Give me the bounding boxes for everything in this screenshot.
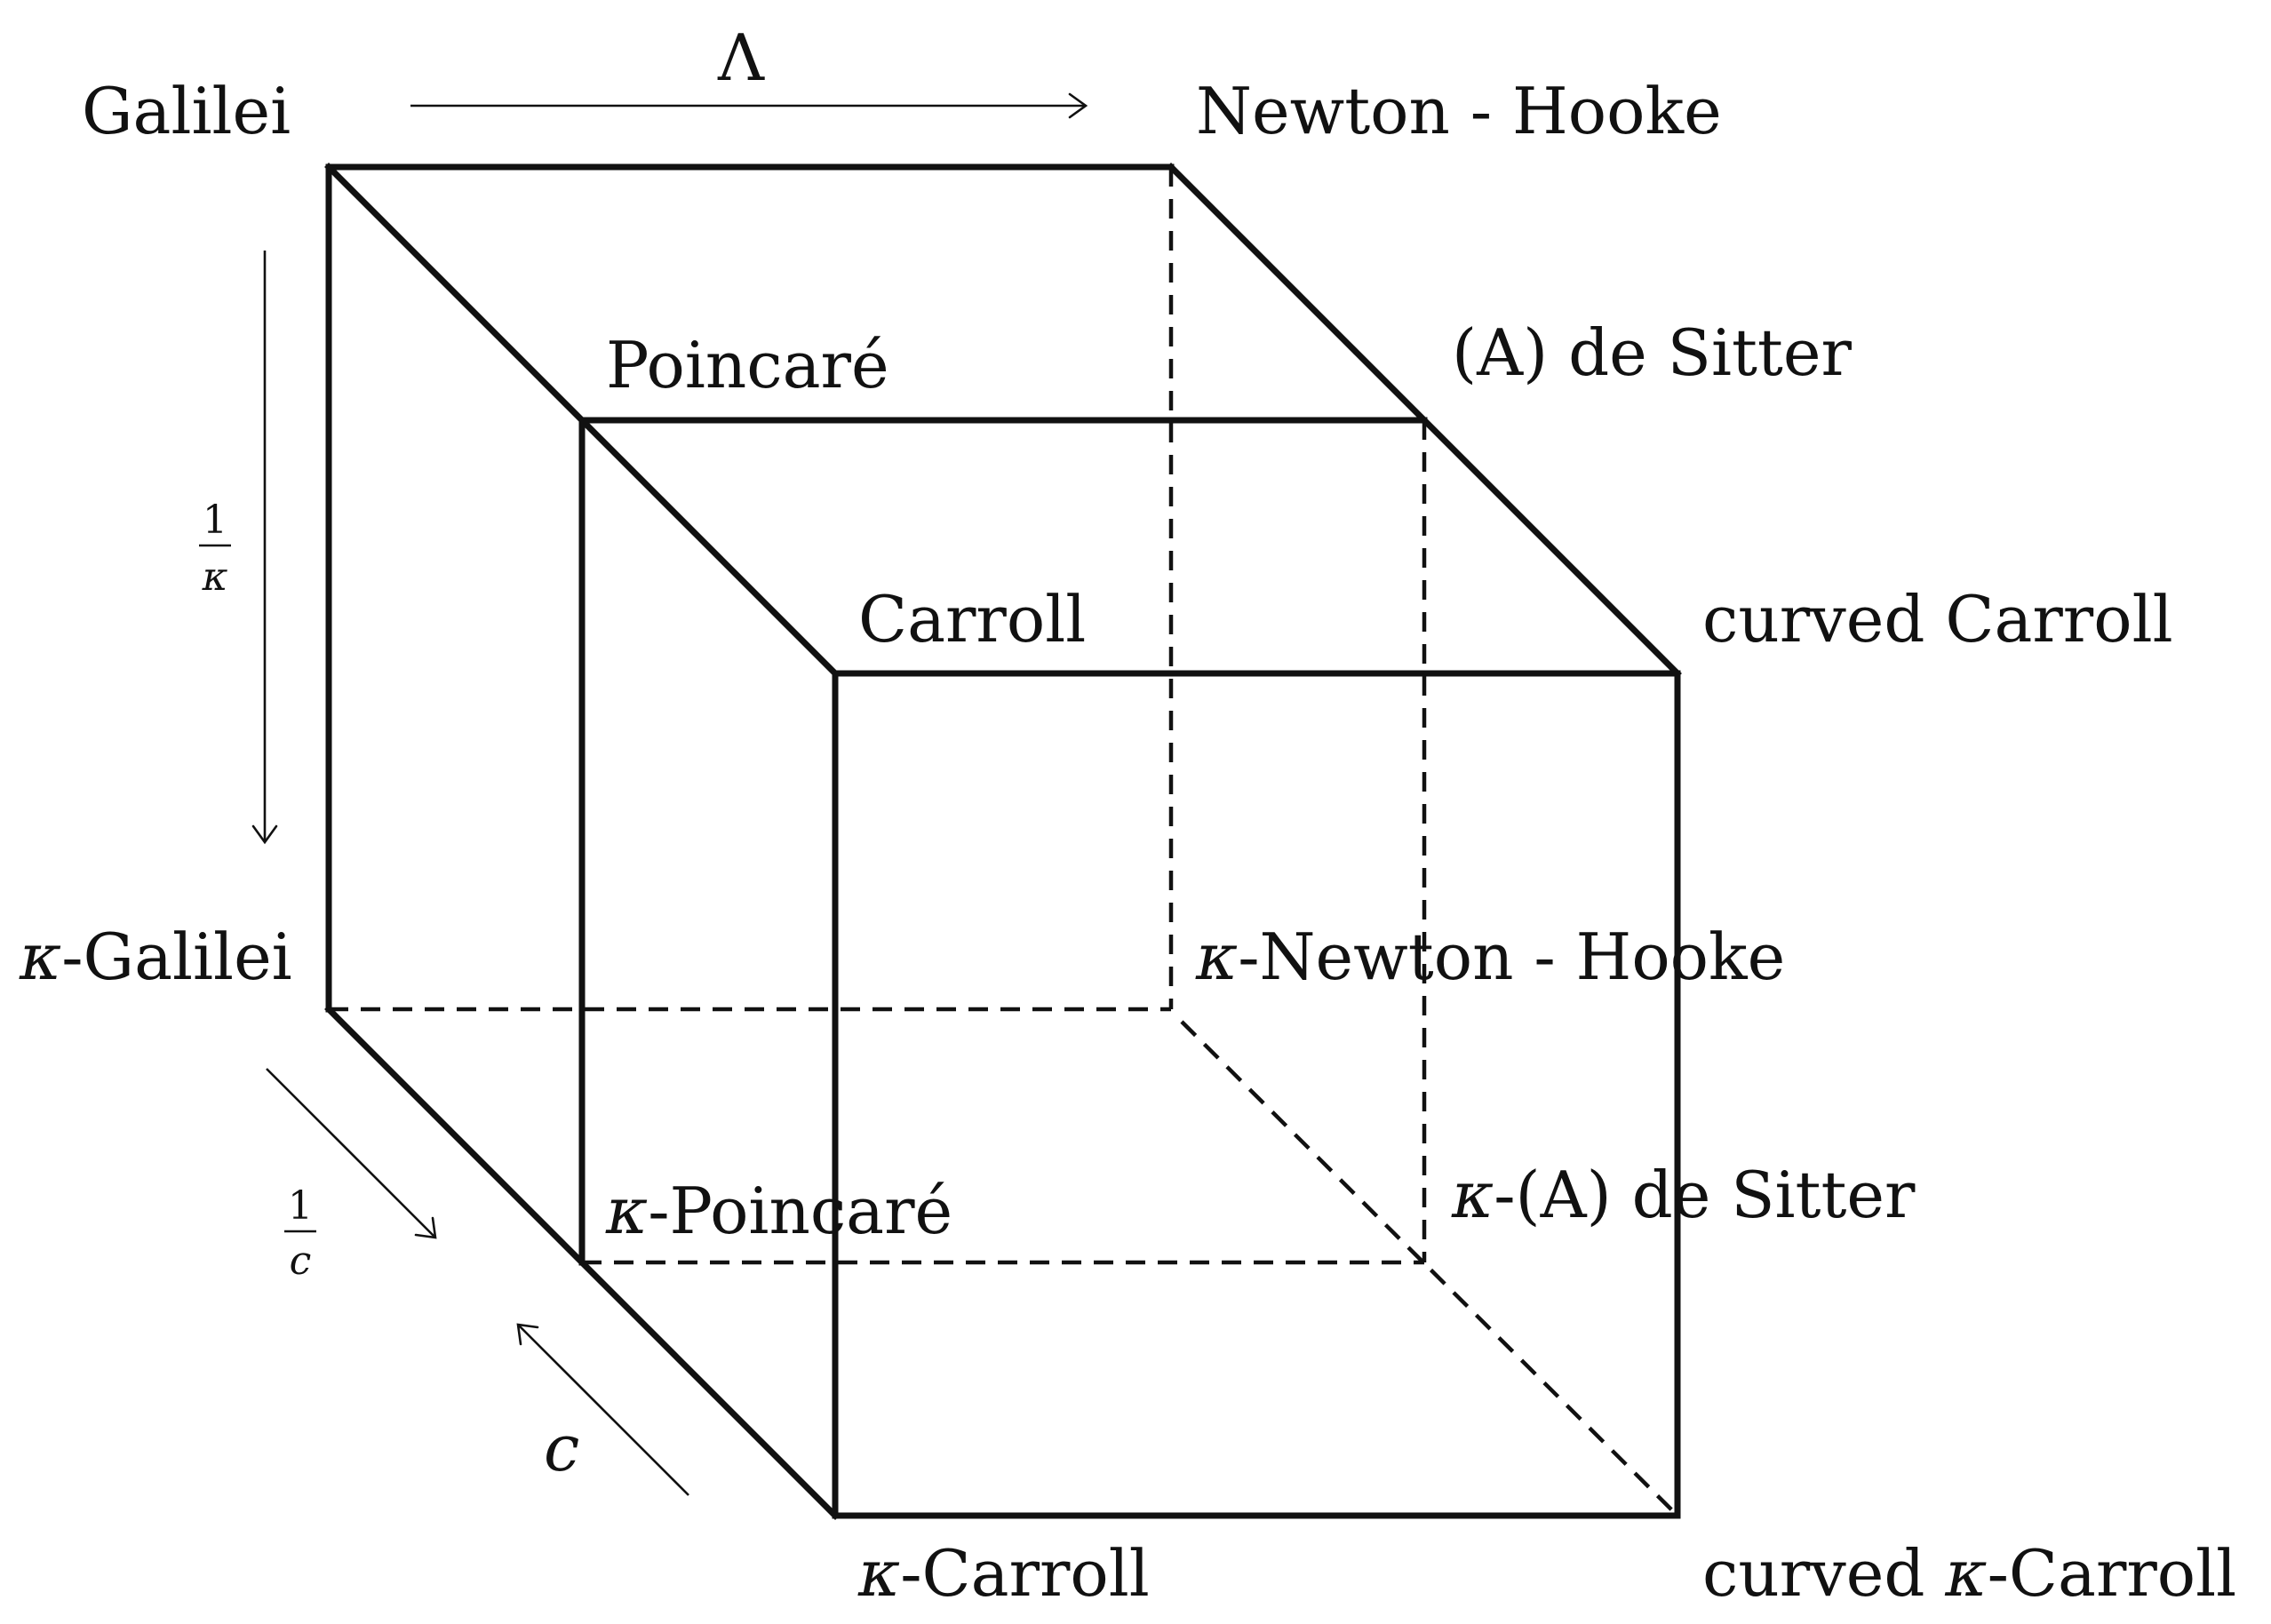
node-k-poincare: κ-Poincaré: [605, 1174, 952, 1248]
node-galilei: Galilei: [82, 74, 291, 148]
inverse-c-denominator: c: [290, 1238, 312, 1284]
lambda-label: Λ: [717, 20, 765, 95]
node-k-a-de-sitter-text: -(A) de Sitter: [1494, 1158, 1916, 1232]
node-curved-carroll: curved Carroll: [1702, 582, 2173, 657]
node-carroll: Carroll: [858, 582, 1086, 657]
node-k-carroll: κ-Carroll: [857, 1536, 1150, 1611]
node-newton-hooke: Newton - Hooke: [1196, 74, 1722, 148]
node-k-galilei-text: -Galilei: [61, 919, 292, 994]
dashed-edges: [329, 167, 1679, 1517]
node-curved-k-carroll-prefix: curved: [1702, 1536, 1945, 1611]
inverse-c-numerator: 1: [288, 1183, 313, 1229]
node-k-a-de-sitter: κ-(A) de Sitter: [1451, 1158, 1916, 1232]
inverse-c-arrow: [266, 1068, 437, 1239]
inverse-kappa-numerator: 1: [203, 498, 227, 543]
lambda-arrow: [410, 92, 1088, 119]
node-poincare: Poincaré: [606, 328, 889, 402]
node-a-de-sitter: (A) de Sitter: [1452, 315, 1852, 390]
c-arrow: [516, 1323, 689, 1496]
inverse-kappa-arrow: [251, 251, 278, 845]
node-k-newton-hooke-text: -Newton - Hooke: [1238, 919, 1785, 994]
inverse-c-label: 1 c: [284, 1183, 316, 1284]
c-label: c: [544, 1411, 579, 1485]
solid-edges: [324, 163, 1682, 1520]
node-curved-k-carroll: curved κ-Carroll: [1702, 1536, 2236, 1611]
kappa-symbol: κ: [1944, 1536, 1987, 1611]
node-k-newton-hooke: κ-Newton - Hooke: [1195, 919, 1785, 994]
node-k-poincare-text: -Poincaré: [648, 1174, 952, 1248]
kappa-symbol: κ: [1451, 1158, 1494, 1232]
inverse-kappa-label: 1 κ: [199, 498, 231, 600]
node-k-carroll-text: -Carroll: [900, 1536, 1150, 1611]
edge-knewtonhooke-curvedkcarroll-diagonal: [1180, 1020, 1679, 1517]
kappa-symbol: κ: [1195, 919, 1238, 994]
kappa-symbol: κ: [19, 919, 61, 994]
kappa-symbol: κ: [605, 1174, 648, 1248]
node-curved-k-carroll-suffix: -Carroll: [1988, 1536, 2237, 1611]
node-k-galilei: κ-Galilei: [19, 919, 292, 994]
kappa-symbol: κ: [857, 1536, 900, 1611]
inverse-kappa-denominator: κ: [202, 554, 228, 600]
